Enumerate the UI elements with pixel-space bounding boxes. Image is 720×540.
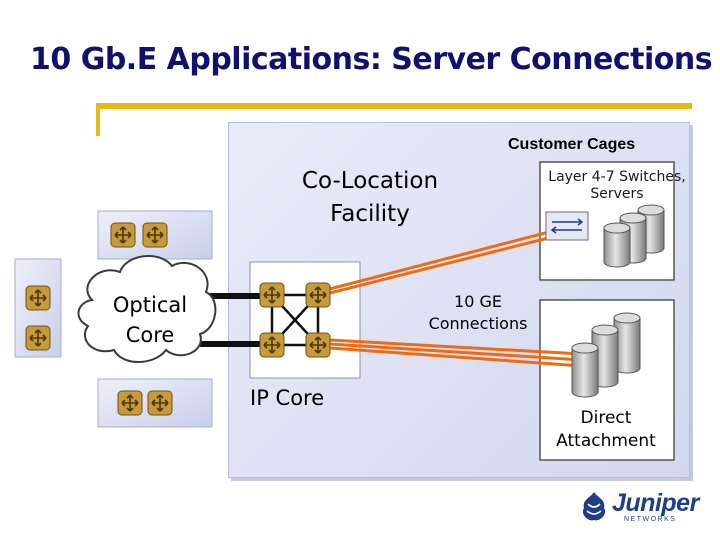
optical-core-cloud bbox=[77, 254, 217, 363]
ip-core-label: IP Core bbox=[250, 386, 325, 410]
title-vertical-rule bbox=[96, 103, 100, 136]
layer47-switch-icon bbox=[545, 211, 589, 241]
optical-label-line2: Core bbox=[125, 323, 175, 347]
colocation-label-line1: Co-Location bbox=[301, 168, 439, 194]
juniper-logo-icon bbox=[582, 492, 606, 521]
juniper-logo-subtitle: NETWORKS bbox=[624, 516, 677, 523]
colocation-label-line2: Facility bbox=[330, 201, 410, 227]
direct-attachment-label: Direct Attachment bbox=[550, 407, 662, 453]
ten-ge-label: 10 GE Connections bbox=[418, 291, 538, 335]
ip-core-box bbox=[249, 261, 361, 379]
server-icons-upper bbox=[603, 204, 665, 268]
title-underline-rule bbox=[96, 103, 692, 109]
colocation-facility-label: Co-Location Facility bbox=[280, 165, 460, 231]
layer47-label-line2: Servers bbox=[590, 186, 644, 202]
server-icons-lower bbox=[571, 312, 641, 398]
direct-label-line2: Attachment bbox=[556, 431, 656, 451]
ten-ge-connections bbox=[317, 224, 583, 368]
layer47-label-line1: Layer 4-7 Switches, bbox=[548, 169, 686, 185]
optical-label-line1: Optical bbox=[112, 293, 188, 317]
tenge-label-line2: Connections bbox=[428, 314, 528, 333]
juniper-logo-text: Juniper bbox=[612, 489, 699, 517]
slide-title: 10 Gb.E Applications: Server Connections bbox=[30, 42, 713, 77]
direct-label-line1: Direct bbox=[580, 408, 632, 428]
customer-cages-label: Customer Cages bbox=[508, 136, 636, 153]
optical-core-label: Optical Core bbox=[100, 290, 200, 350]
tenge-label-line1: 10 GE bbox=[454, 292, 502, 311]
layer47-label: Layer 4-7 Switches, Servers bbox=[532, 169, 702, 203]
